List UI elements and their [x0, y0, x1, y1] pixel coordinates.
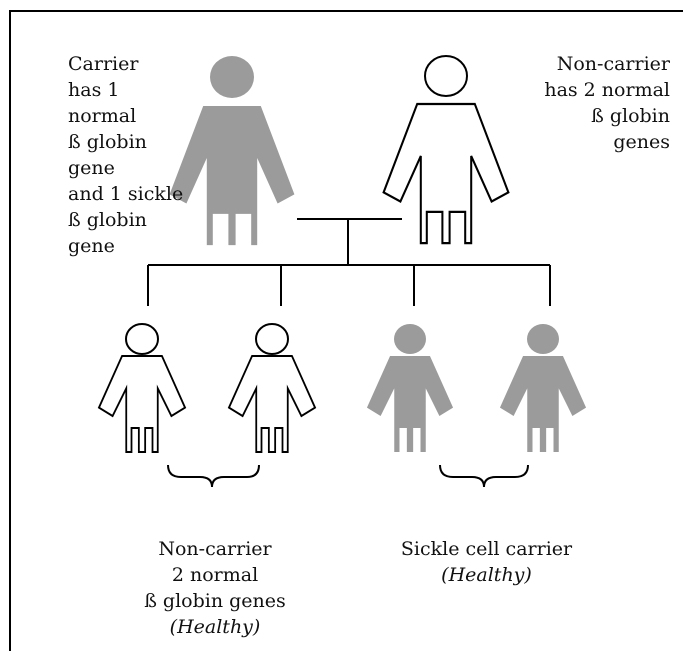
carrier-parent-body — [169, 106, 295, 246]
child-3-head — [394, 324, 426, 354]
child-1-head — [125, 323, 159, 355]
child-1-body — [97, 354, 187, 454]
noncarrier-group-note: (Healthy) — [169, 616, 261, 638]
pedigree-diagram — [97, 55, 587, 488]
child-2-body — [227, 354, 317, 454]
carrier-group-title: Sickle cell carrier — [400, 538, 573, 560]
noncarrier-group-brace — [167, 464, 260, 488]
noncarrier-parent-label: Non-carrier has 2 normal ß globin genes — [544, 53, 670, 153]
pedigree-lines — [147, 218, 551, 306]
frame-top-border — [9, 10, 683, 12]
child-4-body — [499, 356, 587, 452]
child-2-head — [255, 323, 289, 355]
carrier-parent-label: Carrier has 1 normal ß globin gene and 1… — [68, 53, 184, 257]
carrier-parent-figure — [169, 56, 295, 246]
noncarrier-parent-head — [424, 55, 468, 97]
noncarrier-parent-figure — [382, 55, 510, 245]
carrier-group-brace — [439, 464, 529, 488]
child-3-body — [366, 356, 454, 452]
carrier-group-label: Sickle cell carrier (Healthy) — [394, 510, 579, 614]
child-figure-1 — [97, 323, 187, 454]
noncarrier-group-title: Non-carrier 2 normal ß globin genes — [144, 538, 286, 612]
child-figure-3 — [366, 324, 454, 452]
noncarrier-group-label: Non-carrier 2 normal ß globin genes (Hea… — [120, 510, 310, 666]
frame-left-border — [9, 10, 11, 651]
carrier-parent-head — [210, 56, 254, 98]
child-figure-4 — [499, 324, 587, 452]
child-4-head — [527, 324, 559, 354]
noncarrier-parent-body — [382, 102, 510, 245]
carrier-group-note: (Healthy) — [441, 564, 532, 586]
child-figure-2 — [227, 323, 317, 454]
